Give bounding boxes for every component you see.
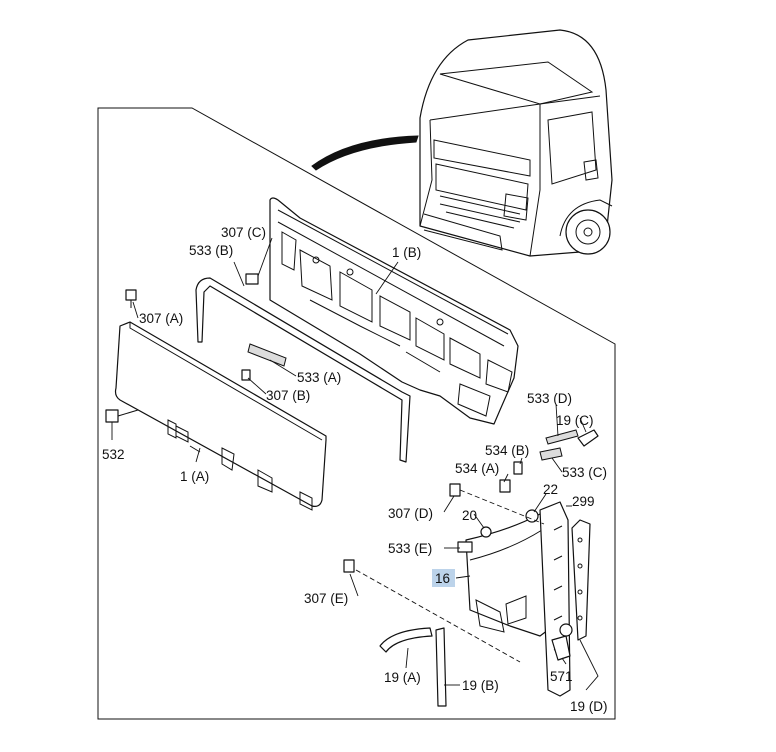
- callout-labels: 307 (C) 533 (B) 1 (B) 307 (A) 533 (A) 30…: [102, 225, 608, 714]
- bolt-22: [525, 509, 539, 523]
- callout-19d: 19 (D): [570, 699, 608, 714]
- assembly-line-2: [459, 489, 545, 525]
- weatherstrip-19c: [577, 429, 599, 447]
- lower-front-panel-1a: [114, 321, 327, 511]
- callout-307d: 307 (D): [388, 506, 433, 521]
- callout-307c: 307 (C): [221, 225, 266, 240]
- callout-307e: 307 (E): [304, 591, 348, 606]
- clip-534b: [513, 461, 523, 475]
- callout-1b: 1 (B): [392, 245, 421, 260]
- assembly-line-1: [355, 569, 521, 663]
- clip-533e: [457, 541, 473, 553]
- callout-533c: 533 (C): [562, 465, 607, 480]
- clip-307b: [241, 369, 251, 381]
- inner-front-panel-1b: [269, 197, 519, 425]
- bolt-532: [105, 409, 139, 423]
- callout-1a: 1 (A): [180, 469, 209, 484]
- weatherstrip-19b: [435, 627, 447, 707]
- callout-19c: 19 (C): [556, 413, 594, 428]
- callout-533b: 533 (B): [189, 243, 233, 258]
- callout-20: 20: [462, 508, 477, 523]
- cover-panel-299: [539, 501, 573, 697]
- callout-299: 299: [572, 494, 595, 509]
- callout-19b: 19 (B): [462, 678, 499, 693]
- clip-307e: [343, 559, 355, 573]
- seal-533c: [539, 447, 563, 461]
- screw-20: [480, 526, 492, 538]
- hinge-571: [551, 635, 571, 661]
- callout-532: 532: [102, 447, 125, 462]
- clip-307c: [245, 273, 259, 285]
- callout-highlight-16: [432, 569, 455, 587]
- seal-strip-533a: [247, 343, 287, 367]
- seal-strip-533b: [195, 277, 411, 463]
- leader-lines: [111, 237, 599, 691]
- weatherstrip-19a: [379, 627, 433, 653]
- callout-19a: 19 (A): [384, 670, 421, 685]
- clip-307a: [125, 289, 137, 308]
- callout-533d: 533 (D): [527, 391, 572, 406]
- callout-16: 16: [435, 571, 450, 586]
- callout-533e: 533 (E): [388, 541, 432, 556]
- seal-533d: [545, 429, 579, 445]
- truck-cab-illustration: [419, 29, 613, 257]
- callout-533a: 533 (A): [297, 370, 341, 385]
- callout-534b: 534 (B): [485, 443, 529, 458]
- callout-571: 571: [550, 669, 573, 684]
- callout-307a: 307 (A): [139, 311, 183, 326]
- view-indicator-arc: [311, 135, 419, 171]
- diagram-frame: [97, 107, 616, 720]
- weatherstrip-19d: [571, 519, 591, 641]
- clip-307d: [449, 483, 461, 497]
- callout-22: 22: [543, 482, 558, 497]
- callout-534a: 534 (A): [455, 461, 499, 476]
- callout-307b: 307 (B): [266, 388, 310, 403]
- clip-534a: [499, 479, 511, 493]
